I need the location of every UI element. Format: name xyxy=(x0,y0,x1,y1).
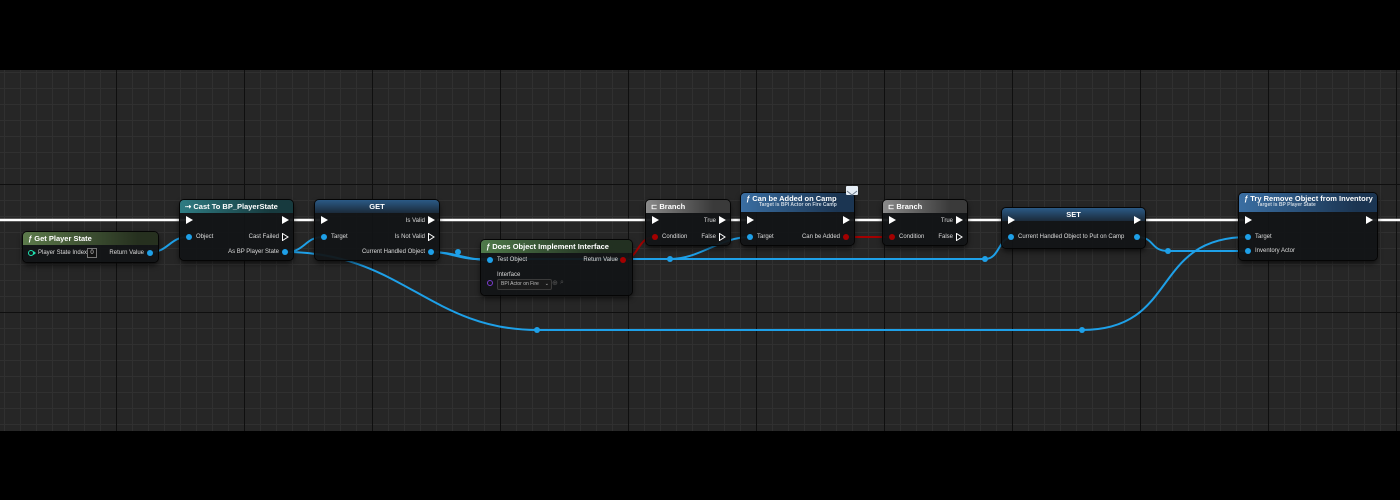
node-header: GET xyxy=(315,200,439,213)
exec-in-pin[interactable] xyxy=(1245,216,1252,224)
node-header: ƒ Does Object Implement Interface xyxy=(481,240,632,253)
as-bp-player-state-pin[interactable] xyxy=(282,249,288,255)
pin-label: Is Valid xyxy=(405,218,425,224)
pin-label: False xyxy=(701,234,716,240)
search-icon[interactable]: ⌕ xyxy=(560,279,564,286)
pin-label: False xyxy=(938,234,953,240)
pin-label: Return Value xyxy=(583,257,618,263)
inventory-actor-pin[interactable] xyxy=(1245,248,1251,254)
pin-label: Interface xyxy=(497,272,521,278)
node-header: ⊏ Branch xyxy=(883,200,967,213)
exec-out-pin[interactable] xyxy=(1134,216,1141,224)
node-header: ⇢ Cast To BP_PlayerState xyxy=(180,200,293,213)
cast-failed-exec-pin[interactable] xyxy=(282,233,289,241)
pin-label: True xyxy=(940,218,953,224)
target-pin[interactable] xyxy=(321,234,327,240)
pin-label: Target xyxy=(757,234,774,240)
true-exec-pin[interactable] xyxy=(719,216,726,224)
int-pin-icon[interactable] xyxy=(28,250,36,256)
pin-label: Test Object xyxy=(497,257,528,263)
node-branch-1[interactable]: ⊏ Branch True Condition False xyxy=(646,200,730,245)
chevron-down-icon: ⌄ xyxy=(544,281,549,287)
node-can-be-added-on-camp[interactable]: ƒ Can be Added on Camp Target is BPI Act… xyxy=(741,186,858,245)
pin-label: Return Value xyxy=(109,250,144,256)
true-exec-pin[interactable] xyxy=(956,216,963,224)
node-header: ƒ Get Player State xyxy=(23,232,158,245)
return-value-pin[interactable] xyxy=(147,250,153,256)
node-header: ƒ Try Remove Object from Inventory Targe… xyxy=(1239,193,1377,212)
pin-label: Can be Added xyxy=(801,234,840,240)
return-value-pin[interactable] xyxy=(620,257,626,263)
branch-icon: ⊏ xyxy=(888,202,897,211)
target-pin[interactable] xyxy=(747,234,753,240)
node-branch-2[interactable]: ⊏ Branch True Condition False xyxy=(883,200,967,245)
branch-icon: ⊏ xyxy=(651,202,660,211)
condition-pin[interactable] xyxy=(652,234,658,240)
pin-label: Target xyxy=(1255,234,1272,240)
pin-label: Is Not Valid xyxy=(394,234,425,240)
node-subtitle: Target is BPI Actor on Fire Camp xyxy=(759,202,837,208)
node-header: ⊏ Branch xyxy=(646,200,730,213)
false-exec-pin[interactable] xyxy=(719,233,726,241)
node-does-object-implement-interface[interactable]: ƒ Does Object Implement Interface Test O… xyxy=(481,240,632,295)
exec-in-pin[interactable] xyxy=(186,216,193,224)
condition-pin[interactable] xyxy=(889,234,895,240)
node-header: ƒ Can be Added on Camp Target is BPI Act… xyxy=(741,193,854,212)
pin-label: As BP Player State xyxy=(228,249,279,255)
target-pin[interactable] xyxy=(1245,234,1251,240)
node-header: SET xyxy=(1002,208,1145,221)
pin-label: Player State Index xyxy=(38,250,88,256)
current-handled-object-pin[interactable] xyxy=(428,249,434,255)
exec-in-pin[interactable] xyxy=(1008,216,1015,224)
node-try-remove-object-from-inventory[interactable]: ƒ Try Remove Object from Inventory Targe… xyxy=(1239,193,1377,260)
is-not-valid-exec-pin[interactable] xyxy=(428,233,435,241)
node-get[interactable]: GET Is Valid Target Is Not Valid Current… xyxy=(315,200,439,260)
exec-out-pin[interactable] xyxy=(1366,216,1373,224)
pin-label: Condition xyxy=(662,234,688,240)
function-icon: ƒ xyxy=(28,234,35,243)
pin-label: Object xyxy=(196,234,214,240)
cast-icon: ⇢ xyxy=(185,202,194,211)
pin-label: Condition xyxy=(899,234,925,240)
node-subtitle: Target is BP Player State xyxy=(1257,202,1316,208)
exec-in-pin[interactable] xyxy=(321,216,328,224)
exec-in-pin[interactable] xyxy=(747,216,754,224)
false-exec-pin[interactable] xyxy=(956,233,963,241)
exec-out-pin[interactable] xyxy=(843,216,850,224)
message-icon xyxy=(846,186,858,196)
node-set[interactable]: SET Current Handled Object to Put on Cam… xyxy=(1002,208,1145,248)
pin-label: Cast Failed xyxy=(248,234,279,240)
pin-label: Target xyxy=(331,234,348,240)
browse-icon[interactable]: ⊕ xyxy=(552,280,558,287)
current-handled-object-input-pin[interactable] xyxy=(1008,234,1014,240)
test-object-pin[interactable] xyxy=(487,257,493,263)
node-get-player-state[interactable]: ƒ Get Player State Player State Index 0 … xyxy=(23,232,158,262)
pin-label: True xyxy=(703,218,716,224)
interface-pin[interactable] xyxy=(487,280,493,286)
pin-label: Current Handled Object to Put on Camp xyxy=(1018,234,1125,240)
function-icon: ƒ xyxy=(746,194,753,203)
interface-dropdown[interactable]: BPI Actor on Fire ⌄ xyxy=(497,279,552,290)
function-icon: ƒ xyxy=(1244,194,1251,203)
exec-out-pin[interactable] xyxy=(282,216,289,224)
object-pin[interactable] xyxy=(186,234,192,240)
pin-label: Inventory Actor xyxy=(1255,248,1296,254)
can-be-added-pin[interactable] xyxy=(843,234,849,240)
function-icon: ƒ xyxy=(486,242,493,251)
player-state-index-input[interactable]: 0 xyxy=(87,248,97,258)
node-cast-to-bp-playerstate[interactable]: ⇢ Cast To BP_PlayerState Object Cast Fai… xyxy=(180,200,293,260)
is-valid-exec-pin[interactable] xyxy=(428,216,435,224)
pin-label: Current Handled Object xyxy=(361,249,425,255)
current-handled-object-output-pin[interactable] xyxy=(1134,234,1140,240)
exec-in-pin[interactable] xyxy=(652,216,659,224)
exec-in-pin[interactable] xyxy=(889,216,896,224)
